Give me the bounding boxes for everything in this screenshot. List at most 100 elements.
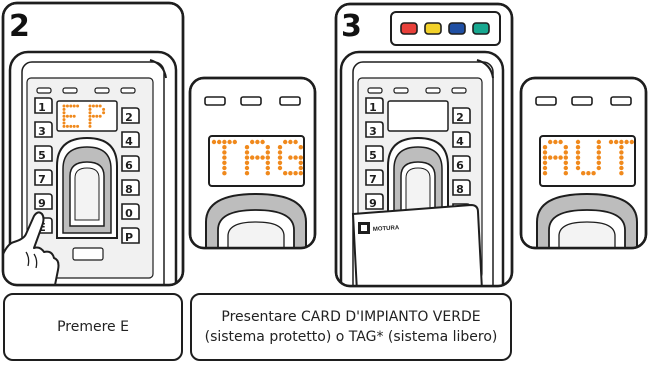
mini-display — [56, 100, 118, 132]
display-dot — [65, 124, 69, 128]
display-dot — [88, 114, 92, 118]
display-dot — [542, 155, 548, 160]
display-dot — [619, 160, 624, 165]
display-dot — [265, 165, 270, 171]
display-dot — [575, 150, 581, 155]
display-dot — [222, 155, 227, 160]
key-9[interactable]: 9 — [34, 193, 53, 210]
key-7[interactable]: 7 — [34, 169, 53, 186]
display-dot — [563, 145, 568, 150]
display-dot — [586, 171, 591, 176]
key-6[interactable]: 6 — [452, 155, 471, 172]
display-dot — [62, 111, 66, 115]
display-dot — [102, 111, 106, 115]
key-2[interactable]: 2 — [452, 107, 471, 124]
display-dot — [558, 139, 563, 145]
key-label: 4 — [125, 135, 133, 148]
caption-text-3: * (sistema libero) — [376, 329, 498, 345]
display-dot — [575, 160, 581, 165]
display-dot — [293, 171, 298, 176]
key-label: 8 — [456, 183, 464, 196]
display-dot — [596, 150, 601, 155]
display-dot — [575, 165, 581, 171]
aut-zoom-panel — [519, 76, 648, 250]
display-dot — [65, 104, 69, 108]
key-2[interactable]: 2 — [121, 107, 140, 124]
display-dot — [244, 145, 250, 150]
caption-card-name: CARD D'IMPIANTO VERDE — [301, 309, 481, 325]
led-slots — [367, 87, 467, 94]
display-dot — [553, 155, 558, 160]
finger-pointer-icon — [3, 211, 60, 285]
display-dot — [244, 155, 250, 160]
display-dot — [596, 155, 601, 160]
display-dot — [563, 171, 568, 176]
key-6[interactable]: 6 — [121, 155, 140, 172]
step-number-2: 2 — [9, 9, 30, 44]
display-dot — [575, 145, 581, 150]
display-dot — [265, 171, 270, 176]
display-dot — [222, 145, 227, 150]
key-7[interactable]: 7 — [365, 169, 384, 186]
display-dot — [217, 139, 222, 145]
rfid-card: MOTURA — [351, 203, 484, 286]
display-dot — [277, 145, 283, 150]
key-label: 5 — [369, 149, 377, 162]
key-label: 6 — [456, 159, 464, 172]
key-3[interactable]: 3 — [365, 121, 384, 138]
key-label: 9 — [38, 197, 46, 210]
mini-display — [387, 100, 449, 132]
display-dot — [298, 171, 303, 176]
display-dot — [293, 139, 298, 145]
display-dot — [619, 171, 624, 176]
display-dot — [548, 139, 553, 145]
step-2-caption: Premere E — [3, 293, 183, 361]
display-dot — [629, 139, 634, 145]
display-dot — [548, 155, 553, 160]
display-dot — [596, 139, 601, 145]
display-dot — [244, 160, 250, 165]
display-dot — [298, 165, 303, 171]
display-dot — [596, 160, 601, 165]
fingerprint-reader-icon — [536, 192, 638, 248]
key-label: 8 — [125, 183, 133, 196]
display-dot — [222, 139, 227, 145]
display-dot — [222, 150, 227, 155]
display-dot — [563, 165, 568, 171]
display-dot — [255, 155, 260, 160]
key-5[interactable]: 5 — [365, 145, 384, 162]
key-3[interactable]: 3 — [34, 121, 53, 138]
caption-tag-name: TAG — [348, 329, 377, 345]
fingerprint-reader-icon — [205, 192, 307, 248]
display-dot — [293, 155, 298, 160]
display-dot — [614, 139, 619, 145]
display-dot — [563, 160, 568, 165]
caption-text-2: (sistema protetto) o — [204, 329, 349, 345]
display-dot — [62, 114, 66, 118]
key-4[interactable]: 4 — [452, 131, 471, 148]
display-dot — [596, 145, 601, 150]
key-5[interactable]: 5 — [34, 145, 53, 162]
led-indicator — [472, 22, 490, 35]
key-1[interactable]: 1 — [34, 97, 53, 114]
display-dot — [250, 155, 255, 160]
display-dot — [244, 150, 250, 155]
display-dot — [288, 155, 293, 160]
display-dot — [542, 171, 548, 176]
key-9[interactable]: 9 — [365, 193, 384, 210]
key-1[interactable]: 1 — [365, 97, 384, 114]
display-dot — [69, 114, 73, 118]
key-p[interactable]: P — [121, 227, 140, 244]
key-label: 1 — [369, 101, 377, 114]
display-dot — [298, 155, 303, 160]
display-dot — [222, 171, 227, 176]
display-dot — [553, 139, 558, 145]
display-dot — [222, 160, 227, 165]
key-8[interactable]: 8 — [452, 179, 471, 196]
display-dot — [62, 104, 66, 108]
key-8[interactable]: 8 — [121, 179, 140, 196]
key-0[interactable]: 0 — [121, 203, 140, 220]
display-dot — [260, 155, 265, 160]
key-4[interactable]: 4 — [121, 131, 140, 148]
tag-display-text — [211, 139, 303, 176]
